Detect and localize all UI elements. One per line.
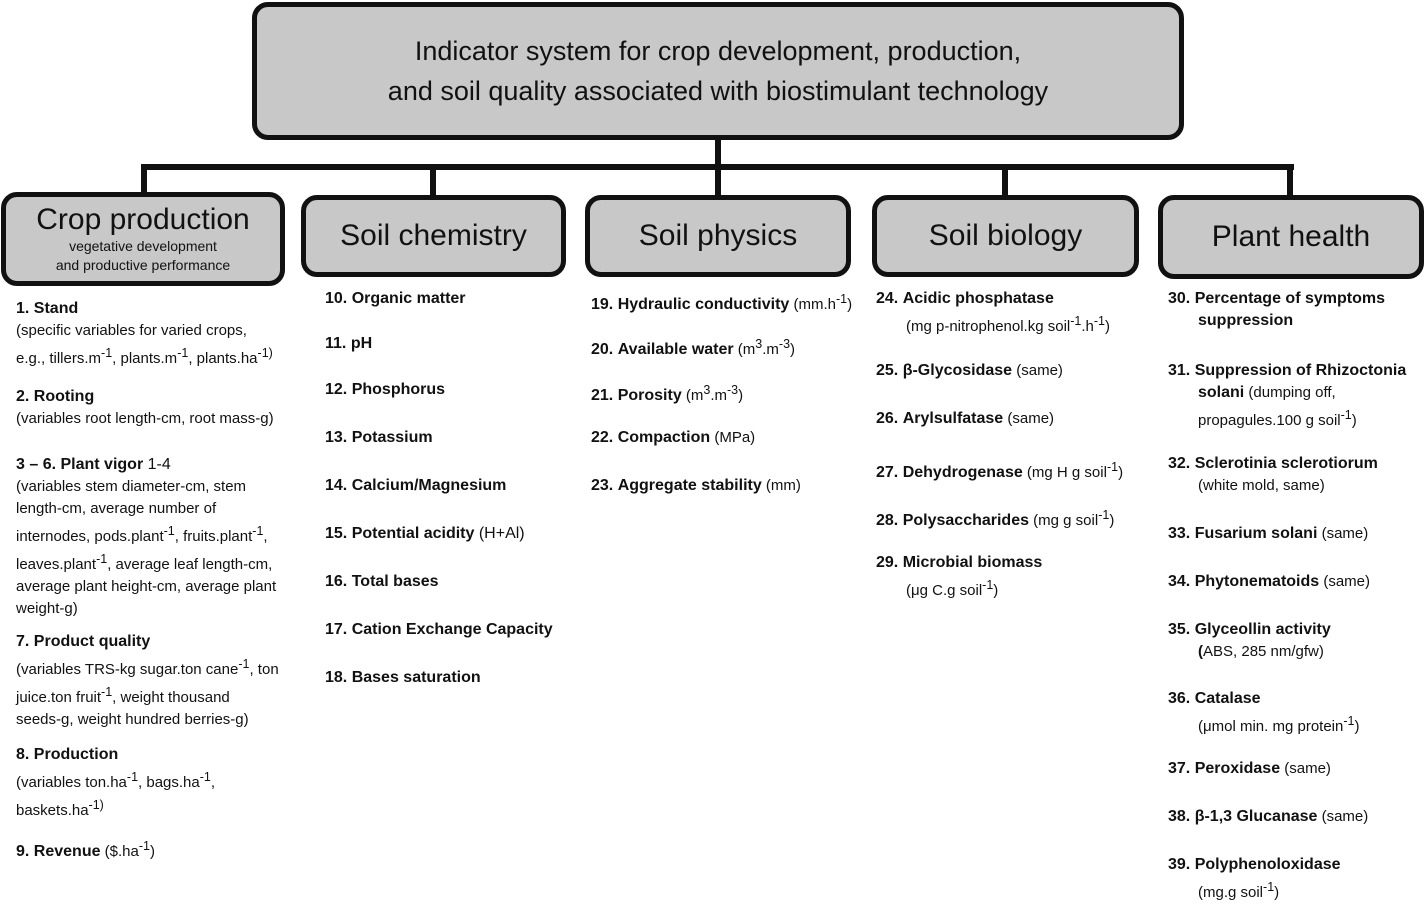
- indicator-19: 19. Hydraulic conductivity (mm.h-1): [591, 292, 853, 313]
- indicator-38: 38. β-1,3 Glucanase (same): [1168, 808, 1369, 825]
- indicator-1: 1. Stand (specific variables for varied …: [16, 300, 273, 367]
- indicator-29: 29. Microbial biomass (μg C.g soil-1): [876, 554, 1043, 599]
- root-title-line2: and soil quality associated with biostim…: [387, 76, 1049, 106]
- indicator-36: 36. Catalase (μmol min. mg protein-1): [1168, 690, 1360, 735]
- category-title: Crop production: [36, 203, 250, 236]
- root-connector: [715, 137, 721, 169]
- connector-health: [1287, 164, 1293, 198]
- indicator-10: 10. Organic matter: [325, 290, 466, 307]
- indicator-7: 7. Product quality (variables TRS-kg sug…: [16, 633, 279, 728]
- category-soil-physics: Soil physics: [585, 195, 851, 277]
- category-soil-biology: Soil biology: [872, 195, 1139, 277]
- indicator-17: 17. Cation Exchange Capacity: [325, 621, 553, 638]
- indicator-14: 14. Calcium/Magnesium: [325, 477, 507, 494]
- indicator-11: 11. pH: [325, 335, 373, 352]
- indicator-27: 27. Dehydrogenase (mg H g soil-1): [876, 460, 1124, 481]
- category-title: Soil chemistry: [340, 219, 527, 252]
- category-subtitle-1: vegetative development: [69, 238, 217, 254]
- indicator-32: 32. Sclerotinia sclerotiorum (white mold…: [1168, 455, 1378, 494]
- root-box: Indicator system for crop development, p…: [252, 2, 1184, 140]
- indicator-26: 26. Arylsulfatase (same): [876, 410, 1055, 427]
- indicator-28: 28. Polysaccharides (mg g soil-1): [876, 508, 1115, 529]
- connector-phys: [715, 164, 721, 198]
- indicator-2: 2. Rooting (variables root length-cm, ro…: [16, 388, 274, 427]
- indicator-34: 34. Phytonematoids (same): [1168, 573, 1371, 590]
- indicator-30: 30. Percentage of symptoms suppression: [1168, 290, 1385, 329]
- root-title-line1: Indicator system for crop development, p…: [414, 36, 1022, 66]
- category-title: Soil biology: [928, 219, 1083, 252]
- indicator-23: 23. Aggregate stability (mm): [591, 477, 801, 494]
- indicator-31: 31. Suppression of Rhizoctonia solani (d…: [1168, 362, 1407, 429]
- indicator-20: 20. Available water (m3.m-3): [591, 337, 796, 358]
- category-title: Soil physics: [638, 219, 798, 252]
- indicator-24: 24. Acidic phosphatase (mg p-nitrophenol…: [876, 290, 1111, 335]
- indicator-13: 13. Potassium: [325, 429, 433, 446]
- category-plant-health: Plant health: [1158, 195, 1424, 279]
- indicator-3-6: 3 – 6. Plant vigor 1-4 (variables stem d…: [16, 456, 277, 617]
- category-subtitle-2: and productive performance: [55, 257, 231, 273]
- connector-bio: [1002, 164, 1008, 198]
- indicator-16: 16. Total bases: [325, 573, 439, 590]
- indicator-37: 37. Peroxidase (same): [1168, 760, 1331, 777]
- category-soil-chemistry: Soil chemistry: [301, 195, 566, 277]
- indicator-8: 8. Production (variables ton.ha-1, bags.…: [16, 746, 216, 819]
- indicator-33: 33. Fusarium solani (same): [1168, 525, 1369, 542]
- connector-chem: [430, 164, 436, 198]
- indicator-35: 35. Glyceollin activity (ABS, 285 nm/gfw…: [1168, 621, 1331, 660]
- category-crop-production: Crop production vegetative development a…: [1, 192, 285, 286]
- indicator-25: 25. β-Glycosidase (same): [876, 362, 1063, 379]
- connector-crop: [141, 164, 147, 196]
- category-title: Plant health: [1211, 220, 1371, 253]
- indicator-15: 15. Potential acidity (H+Al): [325, 525, 525, 542]
- indicator-12: 12. Phosphorus: [325, 381, 446, 398]
- indicator-21: 21. Porosity (m3.m-3): [591, 383, 744, 404]
- indicator-18: 18. Bases saturation: [325, 669, 481, 686]
- indicator-9: 9. Revenue ($.ha-1): [16, 839, 155, 860]
- indicator-22: 22. Compaction (MPa): [591, 429, 756, 446]
- indicator-39: 39. Polyphenoloxidase (mg.g soil-1): [1168, 856, 1341, 901]
